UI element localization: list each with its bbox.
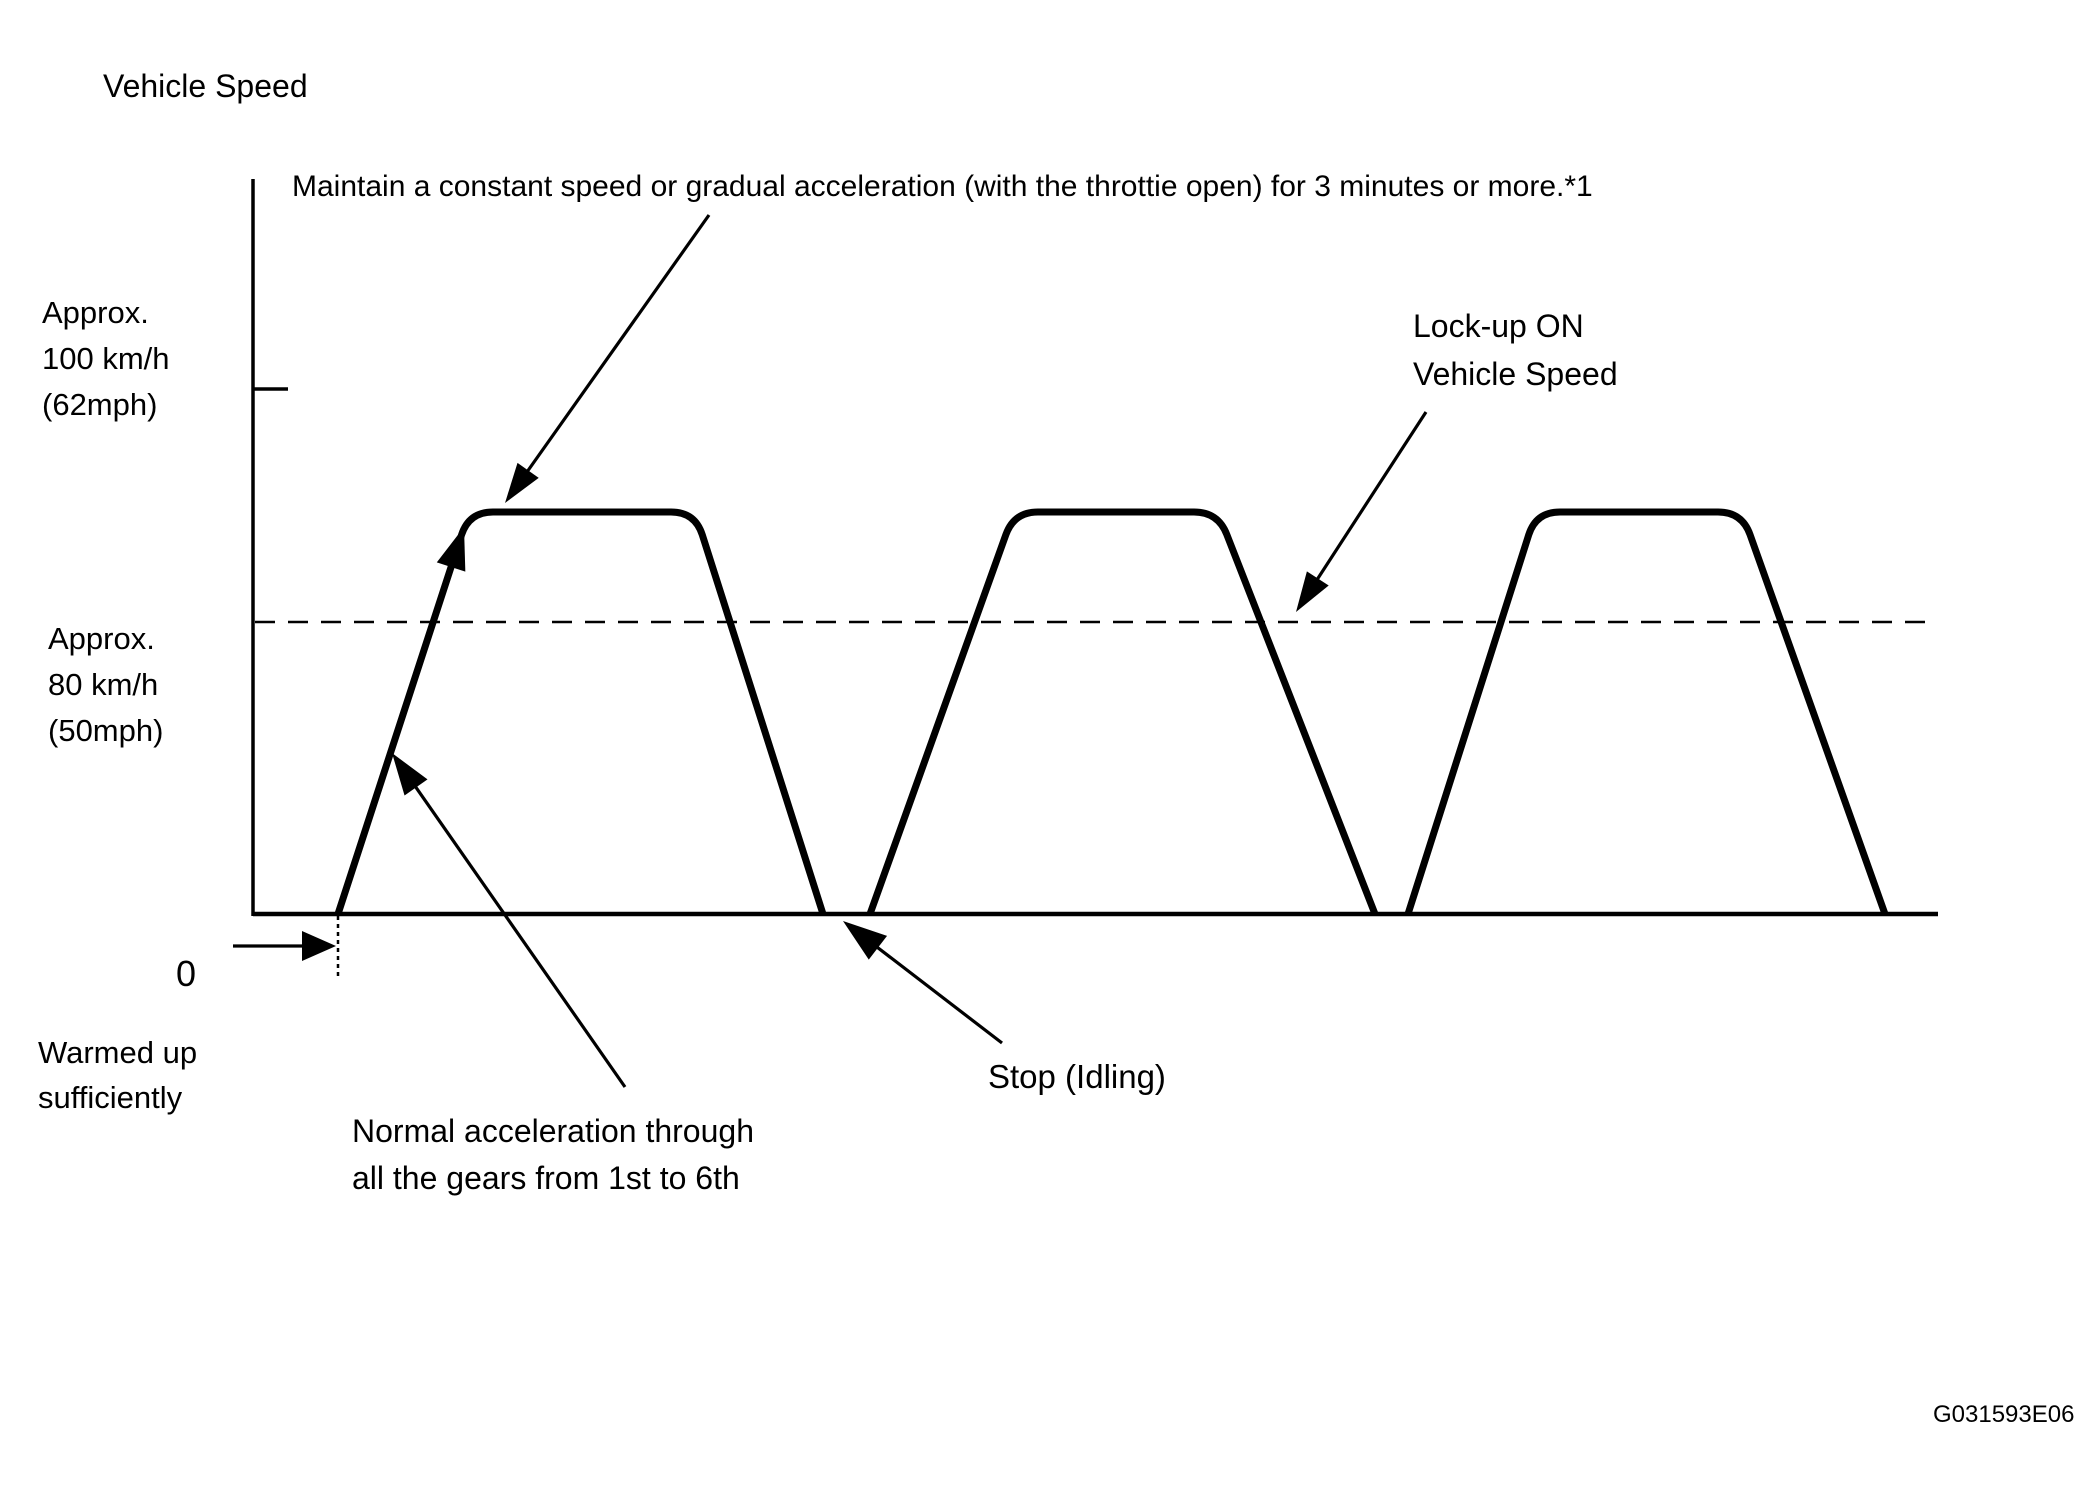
maintain-note-arrow-shaft bbox=[524, 214, 711, 475]
start-arrow-head bbox=[302, 931, 336, 961]
figure-code: G031593E06 bbox=[1933, 1401, 2075, 1428]
speed-curve-cycle-3 bbox=[1404, 508, 1889, 916]
accel-direction-arrow-shaft bbox=[428, 562, 454, 633]
lockup-arrow-shaft bbox=[1314, 411, 1428, 583]
stop-arrow-shaft bbox=[873, 944, 1003, 1045]
accel-direction-arrow-head bbox=[436, 527, 466, 572]
normal-accel-label: Normal acceleration through all the gear… bbox=[352, 1113, 754, 1196]
stop-arrow-head bbox=[843, 921, 888, 960]
normal-accel-arrow-head bbox=[392, 753, 428, 796]
lockup-arrow-head bbox=[1296, 571, 1329, 612]
maintain-note-label: Maintain a constant speed or gradual acc… bbox=[292, 170, 1593, 203]
stop-idling-label: Stop (Idling) bbox=[988, 1058, 1166, 1095]
warmed-up-label: Warmed up sufficiently bbox=[38, 1035, 198, 1115]
y-axis-label-100kmh: Approx. 100 km/h (62mph) bbox=[42, 295, 170, 422]
speed-curve-cycle-1 bbox=[334, 508, 827, 916]
maintain-note-arrow-head bbox=[505, 462, 539, 503]
lock-up-on-label: Lock-up ON Vehicle Speed bbox=[1413, 308, 1618, 392]
chart-title: Vehicle Speed bbox=[103, 68, 308, 104]
speed-curve-cycle-2 bbox=[866, 508, 1379, 916]
y-axis-label-80kmh: Approx. 80 km/h (50mph) bbox=[48, 621, 164, 748]
origin-zero-label: 0 bbox=[176, 953, 197, 994]
normal-accel-arrow-shaft bbox=[412, 783, 627, 1088]
